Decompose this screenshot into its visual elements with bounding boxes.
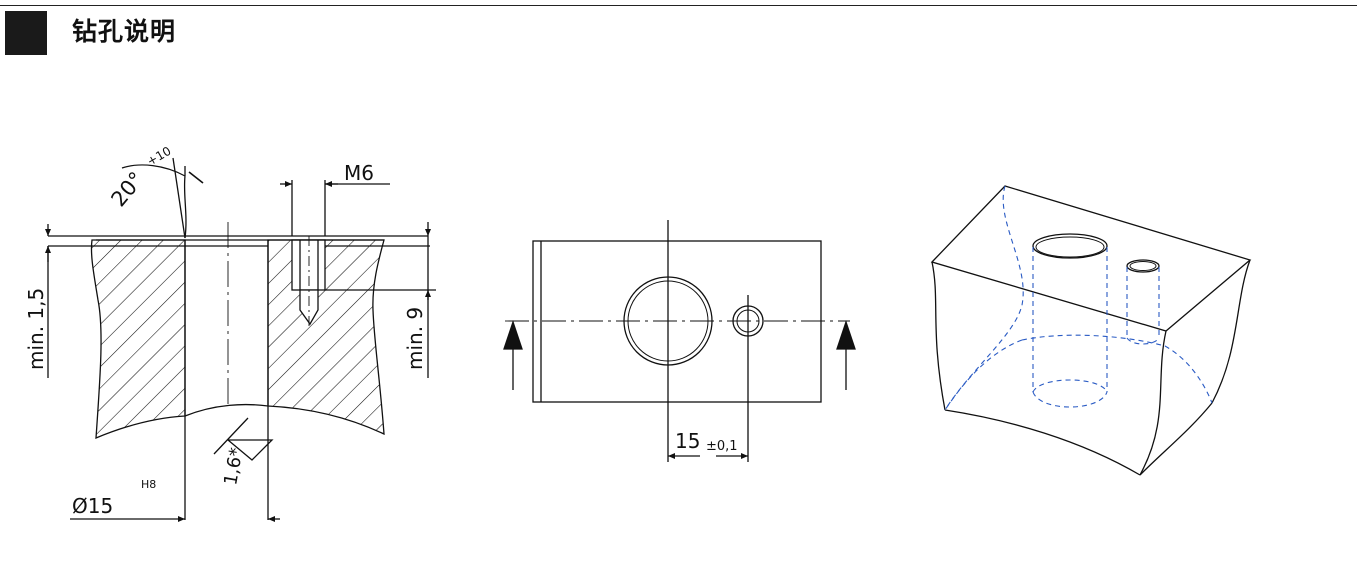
roughness-label: 1,6* [220, 446, 247, 487]
min-depth-left-label: min. 1,5 [24, 288, 48, 370]
iso-outline [930, 185, 1252, 332]
isometric-view [930, 185, 1252, 476]
spacing-label: 15 [675, 429, 700, 453]
thread-label: M6 [344, 161, 374, 185]
angle-tolerance: +10 [145, 144, 174, 169]
iso-large-hole [1032, 233, 1108, 259]
angle-label: 20° [106, 167, 148, 211]
diameter-fit: H8 [141, 478, 156, 491]
top-view-outline [532, 240, 822, 403]
section-view [45, 157, 436, 522]
hatched-body-right [267, 239, 385, 436]
tapped-hole-tip [299, 289, 319, 326]
iso-small-hole [1126, 259, 1160, 273]
diameter-label: Ø15 [72, 494, 113, 518]
section-marker [5, 11, 47, 55]
hatched-body-left [90, 239, 186, 440]
spacing-tolerance: ±0,1 [706, 439, 738, 454]
angle-arc [183, 175, 187, 239]
tapped-hole [291, 239, 326, 291]
header-rule [0, 5, 1357, 6]
top-view [503, 220, 856, 462]
roughness-symbol [213, 417, 274, 461]
page-title: 钻孔说明 [72, 17, 177, 46]
min-depth-right-label: min. 9 [403, 307, 427, 370]
